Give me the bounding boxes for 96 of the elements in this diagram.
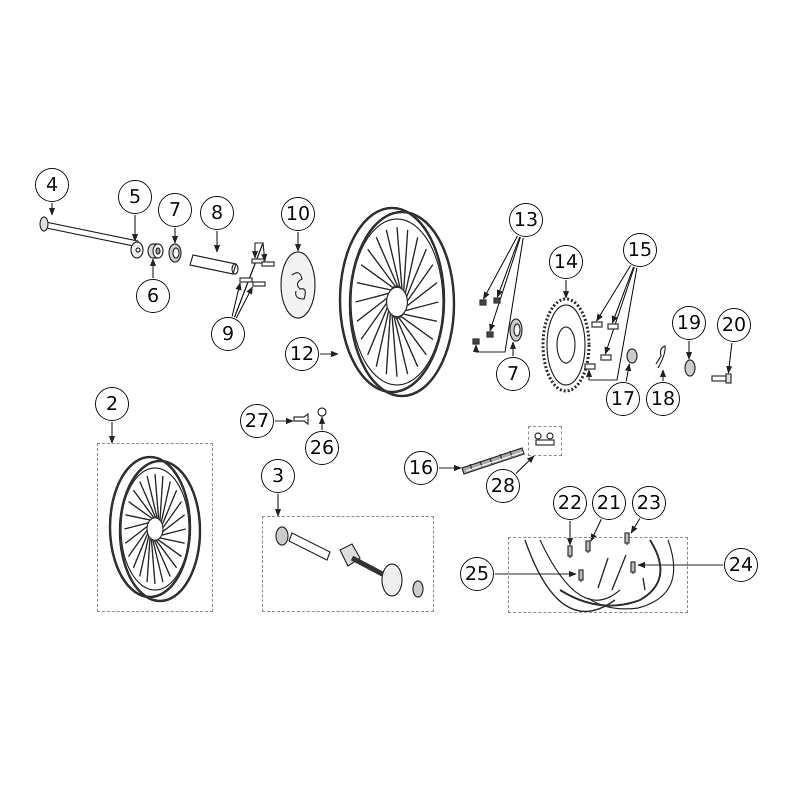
leader-line — [214, 231, 220, 253]
spoke-nipple-drawing — [583, 541, 593, 553]
leader-line — [496, 236, 520, 298]
callout-number: 13 — [509, 203, 543, 237]
spoke-nipple-drawing — [576, 570, 586, 582]
nut-drawing — [486, 331, 494, 338]
callout-number: 17 — [606, 382, 640, 416]
bolt-drawing — [600, 354, 612, 361]
dashed-frame — [97, 443, 213, 612]
valve-drawing — [293, 413, 309, 425]
bearing-drawing — [684, 359, 696, 377]
callout-number: 14 — [549, 245, 583, 279]
leader-line — [320, 350, 339, 358]
callout-number: 21 — [592, 486, 626, 520]
leader-line — [562, 280, 570, 299]
leader-line — [630, 518, 640, 534]
leader-line — [48, 203, 56, 216]
bolt-drawing — [239, 277, 253, 283]
leader-line — [612, 266, 634, 324]
bolt-drawing — [261, 261, 275, 267]
leader-line — [275, 418, 294, 424]
callout-number: 8 — [200, 196, 234, 230]
leader-line — [637, 562, 723, 568]
callout-number: 25 — [460, 557, 494, 591]
nut-drawing — [493, 297, 501, 304]
leader-line — [596, 265, 632, 322]
callout-number: 12 — [285, 337, 319, 371]
leader-line — [318, 416, 326, 430]
bolt-drawing — [711, 373, 732, 384]
wheel-drawing — [338, 206, 456, 400]
leader-line — [510, 341, 516, 356]
spacer-drawing — [147, 243, 164, 259]
sprocket-drawing — [542, 298, 590, 392]
washer-drawing — [130, 241, 144, 259]
bearing-drawing — [509, 318, 523, 342]
callout-number: 16 — [404, 451, 438, 485]
spacer-tube-drawing — [188, 252, 240, 276]
dashed-frame — [262, 516, 434, 612]
callout-number: 10 — [281, 197, 315, 231]
leader-line — [566, 521, 574, 546]
leader-line — [483, 236, 518, 300]
spoke-nipple-drawing — [566, 545, 574, 559]
callout-number: 23 — [632, 486, 666, 520]
leader-line — [604, 266, 635, 355]
leader-line — [590, 519, 602, 542]
callout-number: 15 — [623, 233, 657, 267]
leader-line — [150, 258, 156, 278]
chain-drawing — [461, 447, 525, 475]
callout-number: 6 — [136, 279, 170, 313]
callout-number: 5 — [118, 180, 152, 214]
leader-line — [489, 236, 521, 332]
bolt-drawing — [607, 323, 619, 330]
callout-number: 7 — [158, 193, 192, 227]
leader-line — [439, 464, 462, 472]
axle-drawing — [38, 215, 141, 248]
leader-line — [516, 455, 535, 474]
callout-number: 9 — [211, 317, 245, 351]
valve-cap-drawing — [317, 407, 327, 417]
callout-number: 22 — [553, 486, 587, 520]
callout-number: 27 — [240, 404, 274, 438]
callout-number: 20 — [717, 308, 751, 342]
callout-number: 3 — [261, 459, 295, 493]
leader-line — [108, 422, 116, 444]
brake-disc-drawing — [280, 251, 316, 319]
bolt-drawing — [584, 363, 596, 370]
callout-number: 2 — [95, 387, 129, 421]
leader-line — [472, 238, 524, 353]
leader-line — [660, 369, 666, 381]
spacer-drawing — [626, 348, 638, 364]
leader-line — [686, 341, 692, 360]
dashed-frame — [528, 426, 562, 456]
callout-number: 26 — [305, 431, 339, 465]
nut-drawing — [472, 338, 480, 345]
bolt-drawing — [591, 321, 603, 328]
callout-number: 18 — [646, 382, 680, 416]
leader-line — [586, 268, 638, 381]
leader-line — [294, 232, 302, 252]
spoke-nipple-drawing — [628, 562, 638, 574]
callout-number: 28 — [486, 469, 520, 503]
callout-number: 19 — [672, 306, 706, 340]
leader-line — [726, 342, 732, 374]
nut-drawing — [479, 299, 487, 306]
leader-line — [172, 228, 178, 244]
bearing-drawing — [168, 243, 182, 263]
leader-line — [495, 570, 577, 578]
bolt-drawing — [252, 281, 266, 287]
leader-line — [274, 494, 282, 517]
leader-line — [232, 282, 242, 317]
callout-number: 7 — [496, 357, 530, 391]
retainer-clip-drawing — [655, 344, 668, 370]
spoke-nipple-drawing — [622, 533, 632, 545]
leader-line — [625, 363, 632, 382]
callout-number: 4 — [35, 168, 69, 202]
callout-number: 24 — [724, 548, 758, 582]
leader-line — [132, 215, 138, 242]
leader-line — [236, 286, 253, 318]
